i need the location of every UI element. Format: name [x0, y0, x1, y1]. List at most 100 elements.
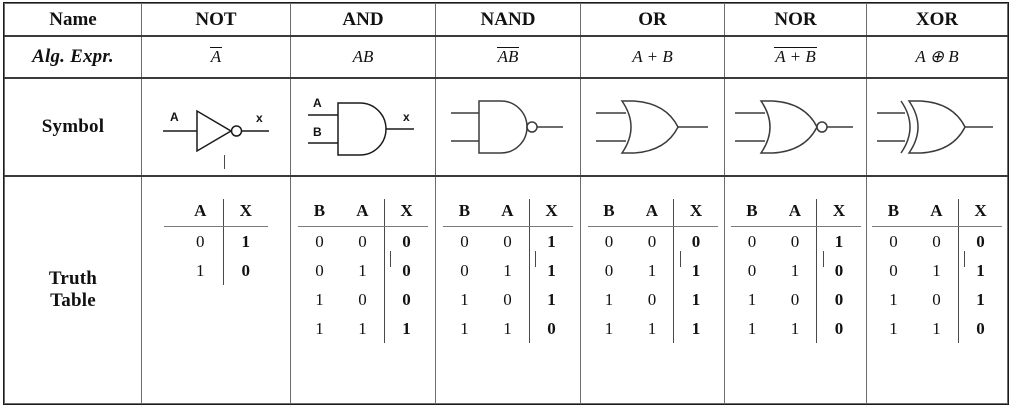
table-row: 0 1 [164, 226, 268, 256]
truth-table-or: B A X 0 0 0 0 1 1 [587, 199, 718, 343]
tt-nand-r2-a: 0 [503, 290, 512, 309]
gates-table: Name NOT AND NAND OR NOR XOR Alg. Expr. … [3, 2, 1009, 405]
table-row: 1 1 1 [588, 314, 718, 343]
tt-and-divider-tail [390, 251, 392, 267]
table-row: 1 0 [164, 256, 268, 285]
tt-not-r1-a: 1 [196, 261, 205, 280]
tt-and-r0-a: 0 [358, 232, 367, 251]
tt-xor-r3-b: 1 [889, 319, 898, 338]
truth-table-header-row: B A X [587, 199, 718, 227]
tt-and-r1-a: 1 [358, 261, 367, 280]
table-row: 0 0 0 [588, 226, 718, 256]
tt-xor-header-x: X [957, 199, 1002, 227]
tt-not-r0-x: 1 [222, 226, 268, 256]
tt-nand-r1-b: 0 [460, 261, 469, 280]
symbol-cell-nor [724, 77, 867, 177]
row-label-name: Name [4, 3, 142, 37]
tt-and-header-b: B [298, 199, 341, 227]
column-header-or: OR [580, 3, 725, 37]
tt-and-r2-a: 0 [358, 290, 367, 309]
table-row: 1 0 1 [443, 285, 573, 314]
row-label-truth-line1: Truth [48, 268, 98, 289]
tt-nand-r1-a: 1 [503, 261, 512, 280]
truth-table-cell-not: A X 0 1 1 0 [141, 155, 291, 404]
tt-or-r2-b: 1 [604, 290, 614, 309]
tt-or-header-a: A [630, 199, 674, 227]
table-row: 1 1 1 [298, 314, 428, 343]
table-row: 1 1 0 [731, 314, 861, 343]
table-row: 0 1 0 [298, 256, 428, 285]
tt-nor-r1-a: 1 [790, 261, 800, 280]
truth-table-cell-or: B A X 0 0 0 0 1 1 [580, 175, 725, 404]
truth-table-header-row: A X [164, 199, 268, 227]
table-row: 0 0 1 [443, 226, 573, 256]
row-label-truth-table: Truth Table [4, 175, 142, 404]
truth-table-header-row: B A X [872, 199, 1002, 227]
table-row: 1 1 0 [443, 314, 573, 343]
tt-or-r0-a: 0 [647, 232, 657, 251]
alg-expr-not-overbar-term: A [209, 47, 223, 66]
tt-nor-r2-x: 0 [816, 285, 861, 314]
table-row: 0 0 0 [872, 226, 1002, 256]
xor-gate-icon [877, 100, 993, 154]
tt-and-r3-b: 1 [315, 319, 324, 338]
alg-expr-nand-overbar-term: AB [496, 47, 520, 66]
tt-xor-header-b: B [872, 199, 915, 227]
column-header-nor: NOR [724, 3, 867, 37]
table-row: 0 1 1 [443, 256, 573, 285]
table-row: 1 1 0 [872, 314, 1002, 343]
tt-xor-r2-a: 0 [932, 290, 941, 309]
tt-not-r0-a: 0 [196, 232, 205, 251]
algebraic-expression-row: Alg. Expr. A AB AB A + B A + B A ⊕ B [4, 35, 1008, 79]
tt-nor-r2-a: 0 [790, 290, 800, 309]
alg-expr-xor-term: A ⊕ B [915, 47, 959, 66]
tt-not-header-x: X [222, 199, 268, 227]
tt-nor-divider-tail [822, 251, 824, 267]
tt-nand-header-x: X [528, 199, 573, 227]
tt-nor-r3-b: 1 [747, 319, 757, 338]
tt-or-header-x: X [673, 199, 718, 227]
truth-table-xor: B A X 0 0 0 0 1 1 [872, 199, 1002, 343]
truth-table-header-row: B A X [443, 199, 573, 227]
tt-not-header-a: A [164, 199, 223, 227]
alg-expr-not: A [141, 35, 291, 79]
tt-nor-header-x: X [816, 199, 861, 227]
tt-or-r3-b: 1 [604, 319, 614, 338]
truth-table-header-row: B A X [298, 199, 428, 227]
row-label-symbol: Symbol [4, 77, 142, 177]
tt-nor-r1-b: 0 [747, 261, 757, 280]
truth-table-cell-and: B A X 0 0 0 0 1 0 [290, 175, 436, 404]
table-row: 0 1 0 [731, 256, 861, 285]
tt-and-header-a: A [340, 199, 385, 227]
tt-xor-r1-a: 1 [932, 261, 941, 280]
tt-xor-divider-tail [964, 251, 966, 267]
tt-or-r2-a: 0 [647, 290, 657, 309]
tt-or-r1-b: 0 [604, 261, 614, 280]
tt-or-r2-x: 1 [673, 285, 718, 314]
table-header-row: Name NOT AND NAND OR NOR XOR [4, 3, 1008, 37]
and-output-label-x: x [403, 110, 410, 124]
tt-nand-r0-a: 0 [503, 232, 512, 251]
alg-expr-nand: AB [435, 35, 581, 79]
symbol-row: Symbol A x [4, 77, 1008, 177]
tt-and-r2-x: 0 [383, 285, 428, 314]
and-input-label-a: A [313, 96, 322, 110]
alg-expr-and: AB [290, 35, 436, 79]
tt-nand-r2-x: 1 [528, 285, 573, 314]
symbol-cell-or [580, 77, 725, 177]
table-row: 0 0 0 [298, 226, 428, 256]
or-gate-icon [595, 100, 708, 154]
row-label-truth-line2: Table [50, 290, 96, 311]
nor-gate-icon [734, 100, 853, 154]
tt-and-r1-b: 0 [315, 261, 324, 280]
tt-nand-r3-x: 0 [528, 314, 573, 343]
alg-expr-nor-overbar-term: A + B [774, 47, 817, 66]
truth-table-cell-xor: B A X 0 0 0 0 1 1 [866, 175, 1008, 404]
tt-nand-r3-b: 1 [460, 319, 469, 338]
tt-xor-r2-x: 1 [957, 285, 1002, 314]
table-row: 1 0 1 [588, 285, 718, 314]
tt-nor-r2-b: 1 [747, 290, 757, 309]
tt-not-r1-x: 0 [222, 256, 268, 285]
tt-not-divider-tail [224, 155, 226, 169]
